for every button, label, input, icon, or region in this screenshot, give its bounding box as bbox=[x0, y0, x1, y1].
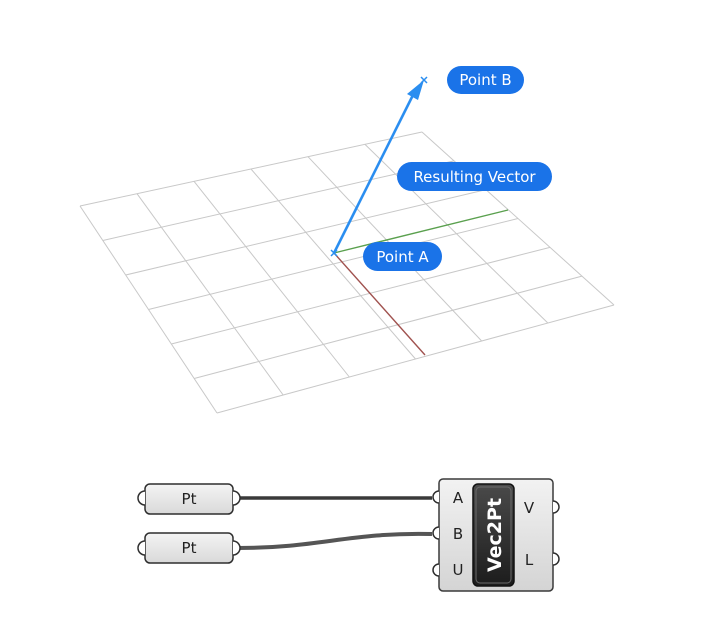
resulting-vector-label: Resulting Vector bbox=[397, 162, 552, 191]
svg-text:Resulting Vector: Resulting Vector bbox=[413, 168, 536, 186]
component-title: Vec2Pt bbox=[484, 498, 506, 572]
pt-param-2[interactable]: Pt bbox=[137, 532, 241, 564]
point-b-label: Point B bbox=[447, 66, 524, 94]
x-axis-line bbox=[333, 252, 426, 356]
output-grip-v[interactable] bbox=[552, 500, 560, 514]
output-label-l: L bbox=[525, 551, 534, 569]
output-grip-l[interactable] bbox=[552, 552, 560, 566]
construction-grid bbox=[79, 131, 615, 414]
grid-line-row bbox=[216, 304, 615, 414]
input-label-a: A bbox=[453, 489, 464, 507]
input-grip-pt-1 bbox=[137, 490, 146, 506]
input-grip-pt-2 bbox=[137, 540, 146, 556]
pt-param-1[interactable]: Pt bbox=[137, 483, 241, 515]
wire-pt2-to-b bbox=[237, 531, 433, 550]
component-title-strip bbox=[472, 483, 515, 587]
point-a-marker[interactable] bbox=[330, 249, 338, 257]
vec2pt-component[interactable]: A B U V L Vec2Pt bbox=[432, 478, 560, 592]
y-axis-line bbox=[333, 209, 509, 254]
grid-line-row bbox=[171, 246, 551, 345]
viewport: Point B Resulting Vector Point A bbox=[79, 66, 615, 414]
input-label-b: B bbox=[453, 525, 463, 543]
output-grip-pt-1 bbox=[232, 490, 241, 506]
point-a-label: Point A bbox=[363, 242, 442, 271]
output-grip-pt-2 bbox=[232, 540, 241, 556]
input-label-u: U bbox=[453, 561, 464, 579]
grid-line-col bbox=[364, 143, 549, 324]
grid-line-col bbox=[421, 131, 615, 306]
svg-text:Point B: Point B bbox=[459, 71, 511, 89]
input-grip-u[interactable] bbox=[432, 563, 440, 577]
point-b-marker[interactable] bbox=[420, 76, 428, 84]
pt-param-2-label: Pt bbox=[182, 539, 197, 557]
input-grip-a[interactable] bbox=[432, 490, 440, 504]
output-label-v: V bbox=[524, 499, 535, 517]
wires bbox=[237, 496, 433, 550]
input-grip-b[interactable] bbox=[432, 526, 440, 540]
resulting-vector-arrow bbox=[332, 80, 424, 254]
grid-line-row bbox=[194, 275, 583, 379]
svg-text:Point A: Point A bbox=[376, 248, 429, 266]
pt-param-1-label: Pt bbox=[182, 490, 197, 508]
